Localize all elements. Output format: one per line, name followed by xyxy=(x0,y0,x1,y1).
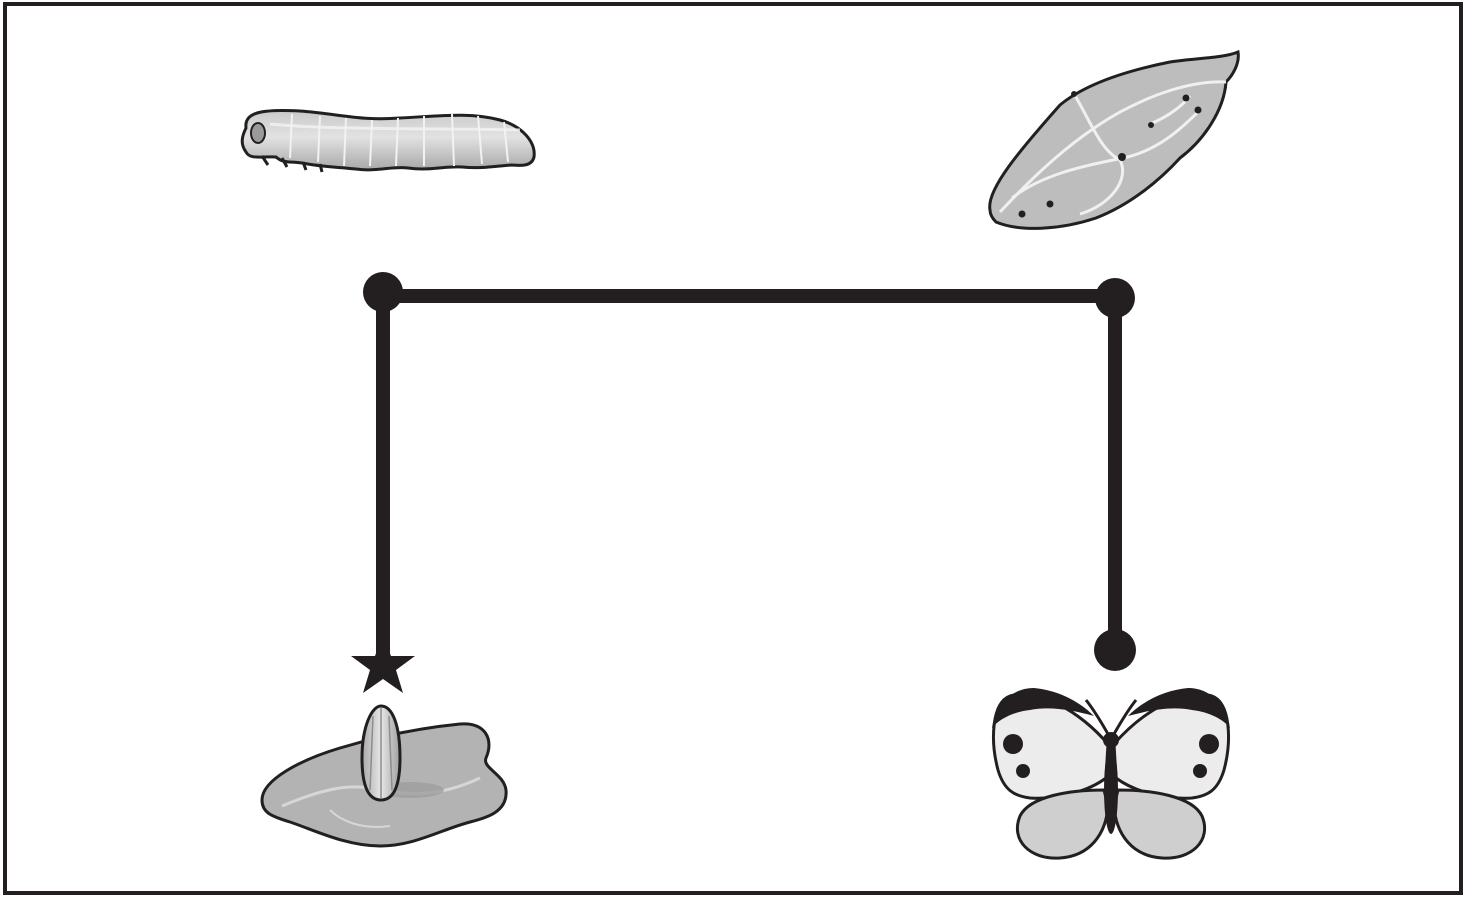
path-node-pupa xyxy=(1095,278,1135,318)
diagram-frame xyxy=(5,4,1461,893)
path-node-larva xyxy=(363,272,403,312)
path-end-dot xyxy=(1094,629,1136,671)
caterpillar-icon xyxy=(242,110,534,172)
